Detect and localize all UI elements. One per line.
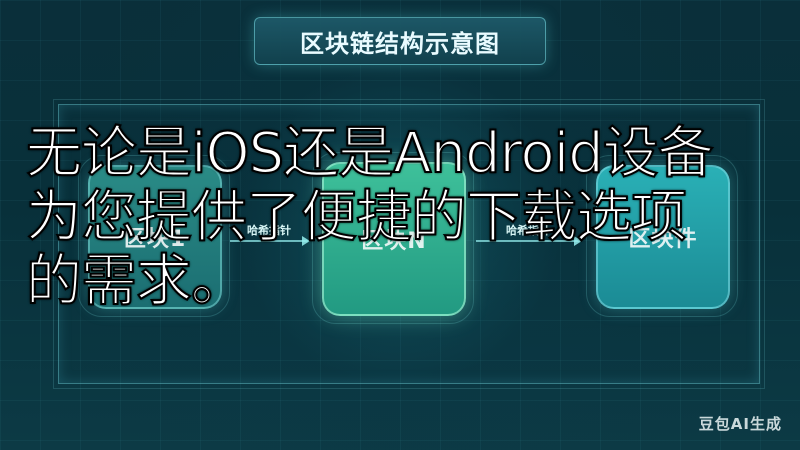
block-outline-right bbox=[586, 155, 738, 317]
connector-label-left: 哈希指针 bbox=[247, 224, 291, 237]
overlay-line-1: 无论是iOS还是Android设备 bbox=[25, 121, 715, 187]
arrow-right-icon bbox=[230, 236, 310, 246]
overlay-caption: 无论是iOS还是Android设备 为您提供了便捷的下载选项 的需求。 bbox=[25, 121, 800, 315]
connector-left: 哈希指针 bbox=[230, 222, 310, 246]
block-left: 区块1 bbox=[88, 165, 222, 309]
watermark: 豆包AI生成 bbox=[698, 415, 782, 433]
block-outline-left bbox=[78, 155, 230, 317]
overlay-line-2: 为您提供了便捷的下载选项 bbox=[25, 185, 688, 251]
block-right: 区块件 bbox=[596, 165, 730, 309]
block-label-left: 区块1 bbox=[123, 227, 187, 252]
connector-right: 哈希指针 bbox=[476, 222, 582, 246]
diagram-frame bbox=[53, 99, 765, 389]
connector-label-right: 哈希指针 bbox=[506, 224, 550, 237]
arrow-right-icon bbox=[476, 236, 582, 246]
block-label-right: 区块件 bbox=[628, 227, 698, 252]
overlay-line-3: 的需求。 bbox=[25, 249, 248, 315]
block-center: 区块N bbox=[322, 162, 466, 316]
block-label-center: 区块N bbox=[361, 229, 427, 254]
block-outline-center bbox=[312, 152, 474, 324]
diagram-title: 区块链结构示意图 bbox=[300, 29, 500, 58]
title-banner: 区块链结构示意图 bbox=[254, 17, 546, 65]
